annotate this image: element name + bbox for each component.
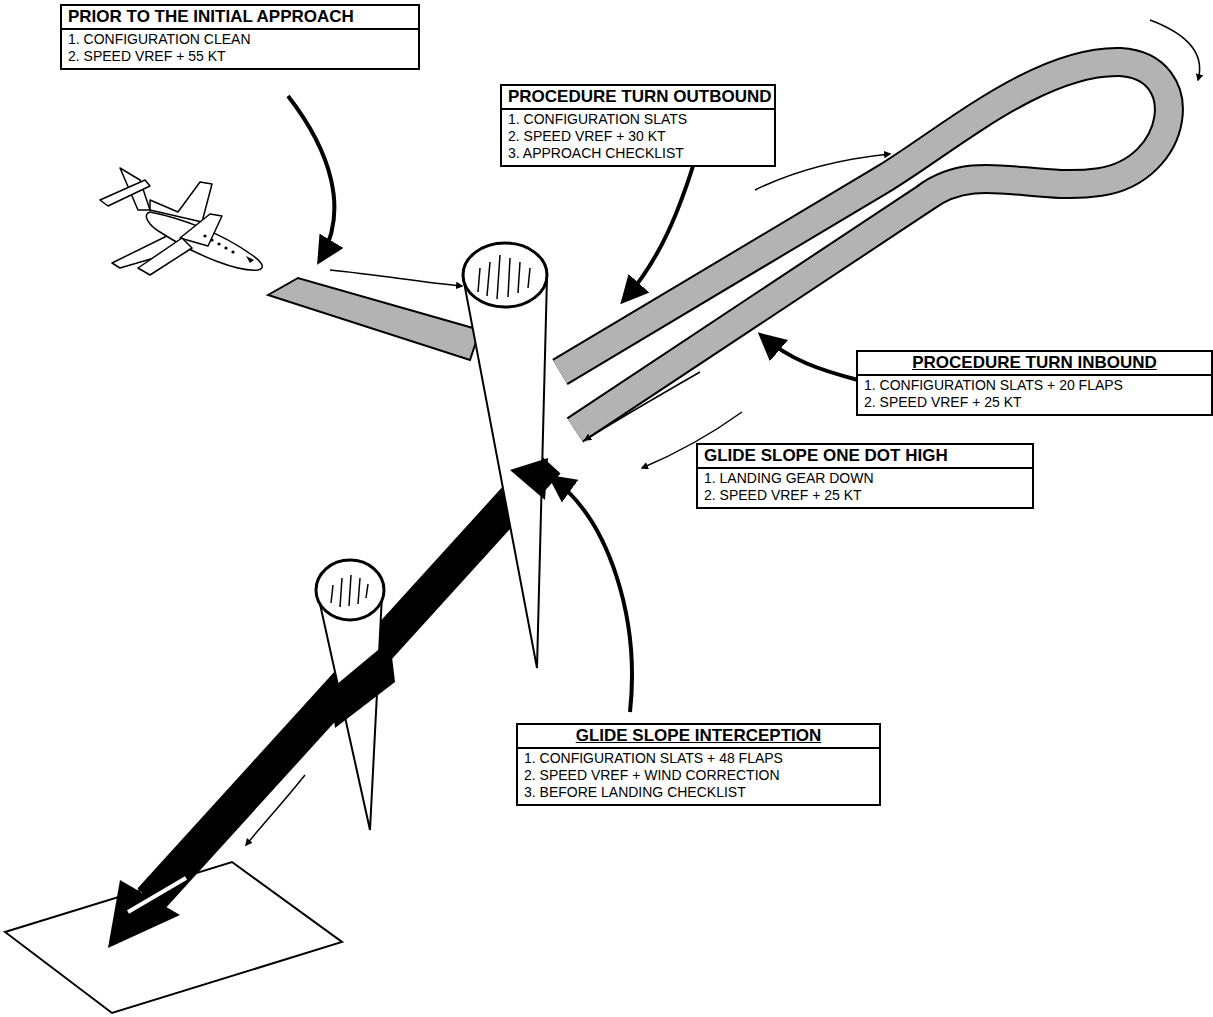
callout-item: 1. CONFIGURATION SLATS [502,111,774,128]
callout-box: GLIDE SLOPE ONE DOT HIGH1. LANDING GEAR … [696,443,1034,509]
callout-item: 1. LANDING GEAR DOWN [698,470,1032,487]
callout-item: 3. APPROACH CHECKLIST [502,145,774,162]
callout-box: PRIOR TO THE INITIAL APPROACH1. CONFIGUR… [60,4,420,70]
callout-item: 2. SPEED VREF + WIND CORRECTION [518,767,879,784]
callout-heading: GLIDE SLOPE INTERCEPTION [518,725,879,749]
callout-heading: PROCEDURE TURN OUTBOUND [502,86,774,110]
callout-item: 2. SPEED VREF + 25 KT [698,487,1032,504]
callout-item: 1. CONFIGURATION SLATS + 48 FLAPS [518,750,879,767]
callout-item: 3. BEFORE LANDING CHECKLIST [518,784,879,801]
callout-item: 1. CONFIGURATION CLEAN [62,31,418,48]
callout-item: 2. SPEED VREF + 55 KT [62,48,418,65]
runway [5,862,342,1013]
fix-cone [463,243,548,668]
callout-heading: GLIDE SLOPE ONE DOT HIGH [698,445,1032,469]
callout-item: 2. SPEED VREF + 25 KT [858,394,1211,411]
initial-approach-band [268,278,480,360]
callout-item: 1. CONFIGURATION SLATS + 20 FLAPS [858,377,1211,394]
direction-arrow [246,20,1200,845]
final-approach-band [108,462,548,948]
callout-box: GLIDE SLOPE INTERCEPTION1. CONFIGURATION… [516,723,881,806]
callout-heading: PROCEDURE TURN INBOUND [858,352,1211,376]
callout-item: 2. SPEED VREF + 30 KT [502,128,774,145]
business-jet [100,168,262,275]
callout-box: PROCEDURE TURN INBOUND1. CONFIGURATION S… [856,350,1213,416]
callout-arrow [288,96,858,712]
marker-cone [316,560,395,830]
callout-box: PROCEDURE TURN OUTBOUND1. CONFIGURATION … [500,84,776,167]
callout-heading: PRIOR TO THE INITIAL APPROACH [62,6,418,30]
